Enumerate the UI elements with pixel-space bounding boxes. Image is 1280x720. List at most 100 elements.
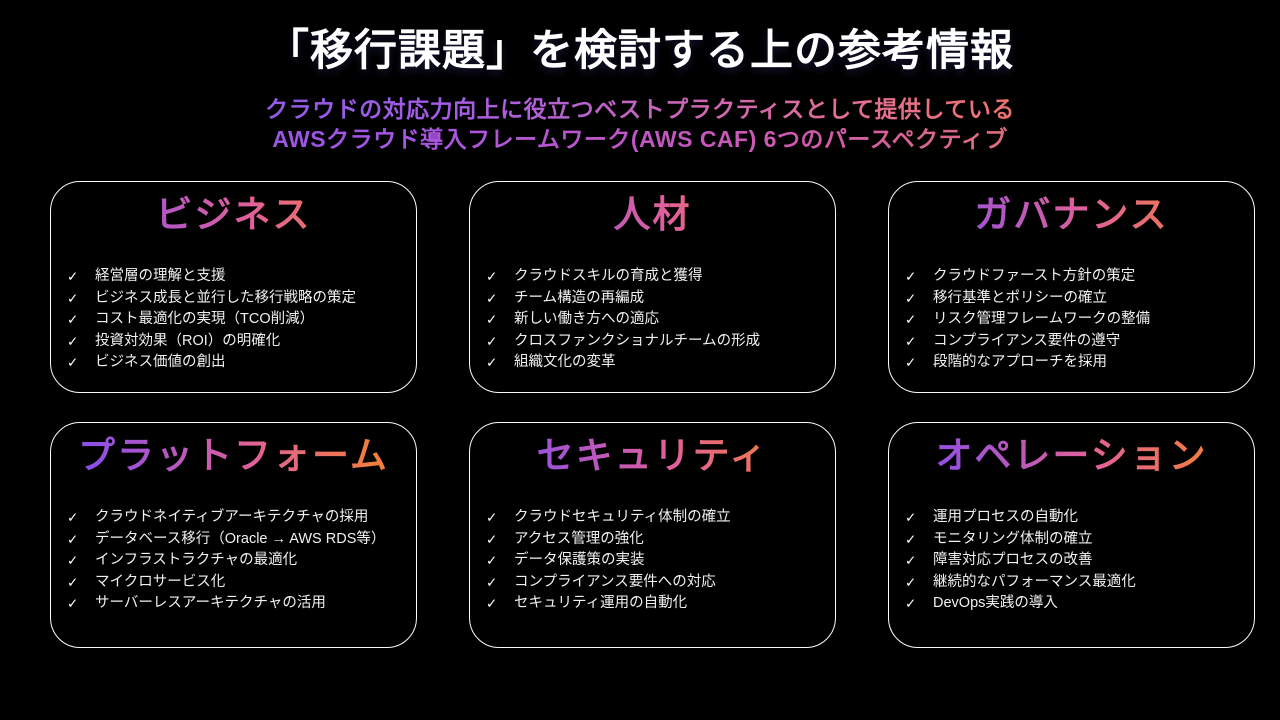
- list-item-text: インフラストラクチャの最適化: [95, 552, 298, 568]
- list-item-text: 経営層の理解と支援: [95, 268, 226, 284]
- list-item: ✓ コンプライアンス要件への対応: [486, 572, 819, 594]
- list-item-text: DevOps実践の導入: [933, 595, 1058, 611]
- list-item: ✓ クラウドネイティブアーキテクチャの採用: [67, 507, 400, 529]
- list-item: ✓ モニタリング体制の確立: [905, 529, 1238, 551]
- list-item: ✓ コスト最適化の実現（TCO削減）: [67, 309, 400, 331]
- check-icon: ✓: [67, 553, 79, 568]
- list-item-text: クロスファンクショナルチームの形成: [514, 332, 761, 349]
- card-title-security: セキュリティ: [486, 433, 819, 479]
- list-item: ✓ ビジネス成長と並行した移行戦略の策定: [67, 288, 400, 310]
- list-item-text: 新しい働き方への適応: [514, 311, 659, 327]
- list-item: ✓ マイクロサービス化: [67, 572, 400, 594]
- check-icon: ✓: [67, 312, 79, 327]
- check-icon: ✓: [486, 355, 498, 370]
- check-icon: ✓: [905, 531, 917, 547]
- list-item: ✓ 組織文化の変革: [486, 352, 819, 374]
- list-item-text: 障害対応プロセスの改善: [933, 552, 1093, 568]
- list-item: ✓ セキュリティ運用の自動化: [486, 593, 819, 615]
- check-icon: ✓: [67, 269, 79, 284]
- list-item: ✓ クラウドスキルの育成と獲得: [486, 266, 819, 288]
- list-item: ✓ DevOps実践の導入: [905, 593, 1238, 615]
- list-item-text: リスク管理フレームワークの整備: [933, 311, 1151, 327]
- card-title-platform: プラットフォーム: [67, 433, 400, 479]
- check-icon: ✓: [67, 333, 79, 349]
- list-item-text: ビジネス価値の創出: [95, 354, 226, 370]
- list-item-text: コスト最適化の実現（TCO削減）: [95, 311, 315, 327]
- card-item-list: ✓ クラウドスキルの育成と獲得 ✓ チーム構造の再編成 ✓ 新しい働き方への適応…: [486, 266, 819, 374]
- list-item-text: クラウドスキルの育成と獲得: [514, 268, 703, 284]
- list-item: ✓ 新しい働き方への適応: [486, 309, 819, 331]
- check-icon: ✓: [486, 269, 498, 284]
- check-icon: ✓: [67, 290, 79, 306]
- list-item-text: 移行基準とポリシーの確立: [933, 289, 1107, 306]
- list-item-text: クラウドセキュリティ体制の確立: [514, 509, 731, 525]
- check-icon: ✓: [905, 333, 917, 349]
- list-item-text: チーム構造の再編成: [514, 289, 645, 306]
- list-item: ✓ データベース移行（Oracle → AWS RDS等）: [67, 529, 400, 551]
- perspective-card-grid: ビジネス ✓ 経営層の理解と支援 ✓ ビジネス成長と並行した移行戦略の策定 ✓ …: [50, 181, 1255, 648]
- list-item: ✓ インフラストラクチャの最適化: [67, 550, 400, 572]
- card-governance: ガバナンス ✓ クラウドファースト方針の策定 ✓ 移行基準とポリシーの確立 ✓ …: [888, 181, 1255, 393]
- subtitle-line-2: AWSクラウド導入フレームワーク(AWS CAF) 6つのパースペクティブ: [0, 124, 1280, 154]
- check-icon: ✓: [486, 531, 498, 547]
- subtitle-line-1: クラウドの対応力向上に役立つベストプラクティスとして提供している: [0, 94, 1280, 124]
- check-icon: ✓: [486, 333, 498, 349]
- check-icon: ✓: [486, 290, 498, 306]
- check-icon: ✓: [67, 355, 79, 370]
- list-item: ✓ データ保護策の実装: [486, 550, 819, 572]
- list-item: ✓ 段階的なアプローチを採用: [905, 352, 1238, 374]
- card-security: セキュリティ ✓ クラウドセキュリティ体制の確立 ✓ アクセス管理の強化 ✓ デ…: [469, 422, 836, 648]
- list-item: ✓ 継続的なパフォーマンス最適化: [905, 572, 1238, 594]
- check-icon: ✓: [905, 574, 917, 590]
- list-item-text: 組織文化の変革: [514, 354, 616, 370]
- card-item-list: ✓ クラウドセキュリティ体制の確立 ✓ アクセス管理の強化 ✓ データ保護策の実…: [486, 507, 819, 615]
- list-item-text: コンプライアンス要件への対応: [514, 573, 716, 590]
- list-item: ✓ 運用プロセスの自動化: [905, 507, 1238, 529]
- list-item: ✓ サーバーレスアーキテクチャの活用: [67, 593, 400, 615]
- list-item-text: 運用プロセスの自動化: [933, 509, 1078, 525]
- list-item: ✓ クラウドセキュリティ体制の確立: [486, 507, 819, 529]
- list-item-text: ビジネス成長と並行した移行戦略の策定: [95, 289, 356, 306]
- check-icon: ✓: [67, 510, 79, 525]
- list-item: ✓ クラウドファースト方針の策定: [905, 266, 1238, 288]
- slide-subtitle: クラウドの対応力向上に役立つベストプラクティスとして提供している AWSクラウド…: [0, 94, 1280, 154]
- card-platform: プラットフォーム ✓ クラウドネイティブアーキテクチャの採用 ✓ データベース移…: [50, 422, 417, 648]
- list-item-text: マイクロサービス化: [95, 573, 226, 590]
- list-item: ✓ クロスファンクショナルチームの形成: [486, 331, 819, 353]
- list-item: ✓ チーム構造の再編成: [486, 288, 819, 310]
- check-icon: ✓: [486, 553, 498, 568]
- check-icon: ✓: [905, 596, 917, 611]
- page-title: 「移行課題」を検討する上の参考情報: [266, 27, 1014, 75]
- list-item-text: サーバーレスアーキテクチャの活用: [95, 595, 326, 611]
- check-icon: ✓: [905, 510, 917, 525]
- check-icon: ✓: [905, 312, 917, 327]
- list-item-text: データベース移行（Oracle → AWS RDS等）: [95, 530, 386, 547]
- check-icon: ✓: [67, 574, 79, 590]
- check-icon: ✓: [486, 596, 498, 611]
- card-title-governance: ガバナンス: [905, 192, 1238, 238]
- list-item-text: 段階的なアプローチを採用: [933, 354, 1107, 370]
- list-item: ✓ リスク管理フレームワークの整備: [905, 309, 1238, 331]
- list-item-text: 継続的なパフォーマンス最適化: [933, 573, 1136, 590]
- card-title-operations: オペレーション: [905, 433, 1238, 479]
- list-item: ✓ コンプライアンス要件の遵守: [905, 331, 1238, 353]
- card-business: ビジネス ✓ 経営層の理解と支援 ✓ ビジネス成長と並行した移行戦略の策定 ✓ …: [50, 181, 417, 393]
- card-item-list: ✓ クラウドネイティブアーキテクチャの採用 ✓ データベース移行（Oracle …: [67, 507, 400, 615]
- list-item: ✓ 経営層の理解と支援: [67, 266, 400, 288]
- list-item-text: アクセス管理の強化: [514, 530, 644, 547]
- card-people: 人材 ✓ クラウドスキルの育成と獲得 ✓ チーム構造の再編成 ✓ 新しい働き方へ…: [469, 181, 836, 393]
- list-item-text: コンプライアンス要件の遵守: [933, 332, 1121, 349]
- list-item-text: クラウドネイティブアーキテクチャの採用: [95, 509, 369, 525]
- list-item: ✓ 投資対効果（ROI）の明確化: [67, 331, 400, 353]
- check-icon: ✓: [486, 510, 498, 525]
- check-icon: ✓: [67, 596, 79, 611]
- check-icon: ✓: [905, 290, 917, 306]
- card-item-list: ✓ 経営層の理解と支援 ✓ ビジネス成長と並行した移行戦略の策定 ✓ コスト最適…: [67, 266, 400, 374]
- check-icon: ✓: [486, 574, 498, 590]
- card-item-list: ✓ クラウドファースト方針の策定 ✓ 移行基準とポリシーの確立 ✓ リスク管理フ…: [905, 266, 1238, 374]
- list-item-text: 投資対効果（ROI）の明確化: [95, 332, 281, 349]
- list-item: ✓ ビジネス価値の創出: [67, 352, 400, 374]
- list-item-text: モニタリング体制の確立: [933, 530, 1093, 547]
- list-item-text: セキュリティ運用の自動化: [514, 595, 688, 611]
